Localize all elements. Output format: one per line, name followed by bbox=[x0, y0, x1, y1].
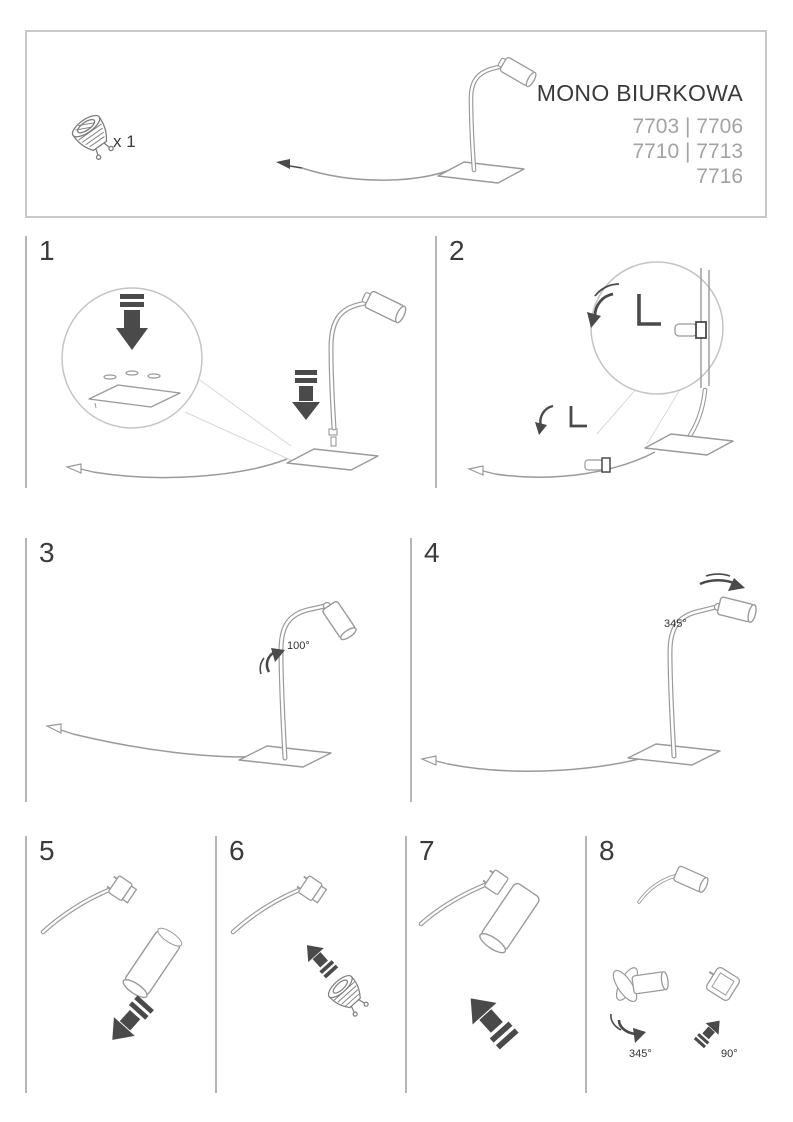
tilt-arrow-icon bbox=[693, 1020, 720, 1049]
lamp-head bbox=[716, 596, 757, 623]
tilted-head-figure bbox=[705, 966, 741, 1002]
step-4-illustration bbox=[420, 573, 757, 772]
power-cable bbox=[72, 733, 268, 758]
lamp-head bbox=[322, 600, 357, 641]
rotate-arrow-icon bbox=[259, 648, 285, 675]
model-numbers-2: 7710 | 7713 bbox=[632, 140, 743, 163]
switch-detail bbox=[674, 321, 707, 339]
remove-shade-arrow-icon bbox=[112, 995, 154, 1040]
power-cable bbox=[301, 167, 453, 181]
product-header: x 1 MONO BIURKOWA 7703 | 7706 7710 | 771… bbox=[25, 30, 767, 218]
lamp-pole bbox=[684, 387, 708, 443]
step-5-number: 5 bbox=[39, 835, 55, 866]
cable-channel-icon bbox=[637, 294, 661, 326]
step-8: 8 bbox=[585, 835, 766, 1093]
power-cable bbox=[494, 451, 656, 478]
model-numbers-1: 7703 | 7706 bbox=[632, 115, 743, 138]
head-tilt-angle: 90° bbox=[721, 1048, 738, 1060]
lamp-base bbox=[437, 161, 525, 184]
step-7-illustration bbox=[418, 869, 540, 1050]
rotate-arrow-icon bbox=[593, 283, 620, 317]
step-2: 2 bbox=[435, 235, 765, 488]
lamp-arm bbox=[637, 874, 677, 904]
shade-cylinder bbox=[122, 927, 183, 999]
step-1-illustration bbox=[61, 287, 407, 479]
lamp-pole bbox=[328, 298, 376, 431]
lamp-pole bbox=[667, 604, 719, 759]
pole-rotation-angle: 100° bbox=[287, 640, 310, 652]
step-3: 3 100° bbox=[25, 537, 407, 802]
step-6-illustration bbox=[230, 875, 369, 1017]
head-spin-angle: 345° bbox=[629, 1048, 652, 1060]
shade-cylinder bbox=[479, 882, 540, 954]
lamp-head bbox=[673, 865, 709, 894]
pole-insert-arrow-icon bbox=[292, 370, 320, 420]
step-1-number: 1 bbox=[39, 235, 55, 266]
lamp-pole bbox=[278, 603, 328, 761]
insert-down-arrow-icon bbox=[116, 294, 148, 350]
inline-switch bbox=[584, 457, 611, 473]
rotate-arrow-icon-small bbox=[535, 404, 554, 435]
product-title: MONO BIURKOWA bbox=[536, 80, 743, 106]
power-cable bbox=[447, 753, 657, 772]
step-6: 6 bbox=[215, 835, 401, 1093]
model-numbers-3: 7716 bbox=[696, 165, 743, 188]
pole-connector bbox=[328, 428, 338, 447]
lamp-arm bbox=[230, 887, 302, 935]
lamp-socket bbox=[106, 875, 138, 904]
step-5: 5 bbox=[25, 835, 211, 1093]
power-plug bbox=[276, 159, 303, 169]
lamp-arm bbox=[40, 887, 112, 935]
title-block: MONO BIURKOWA 7703 | 7706 7710 | 7713 77… bbox=[537, 80, 743, 189]
step-5-illustration bbox=[40, 875, 183, 1040]
power-plug bbox=[45, 723, 74, 735]
lamp-overview-illustration bbox=[276, 57, 537, 184]
gu10-bulb-icon bbox=[71, 114, 114, 160]
base-slots bbox=[103, 370, 161, 380]
bulb-count-label: x 1 bbox=[113, 132, 136, 151]
step-3-illustration bbox=[45, 600, 357, 768]
head-rotation-angle: 345° bbox=[664, 618, 687, 630]
spin-arrow-icon bbox=[610, 1013, 646, 1043]
step-7: 7 bbox=[405, 835, 581, 1093]
callout-lines bbox=[184, 377, 296, 463]
step-8-number: 8 bbox=[599, 835, 615, 866]
step-7-number: 7 bbox=[419, 835, 435, 866]
step-6-number: 6 bbox=[229, 835, 245, 866]
lamp-head bbox=[497, 57, 537, 88]
power-plug bbox=[420, 755, 449, 766]
power-plug bbox=[65, 463, 94, 474]
spinning-head-figure bbox=[612, 967, 669, 1003]
power-plug bbox=[467, 465, 496, 476]
base-plate-detail bbox=[88, 384, 181, 409]
step-4: 4 345° bbox=[410, 537, 766, 802]
step-1: 1 bbox=[25, 235, 411, 488]
magnifier-circle bbox=[61, 287, 203, 429]
lamp-socket bbox=[482, 869, 509, 895]
lamp-base bbox=[286, 448, 379, 471]
lamp-arm bbox=[418, 881, 490, 927]
step-3-number: 3 bbox=[39, 537, 55, 568]
rotate-arrow-head bbox=[587, 312, 601, 328]
step-8-illustration bbox=[610, 865, 741, 1049]
step-2-illustration bbox=[467, 261, 734, 478]
gu10-bulb-icon bbox=[327, 974, 369, 1017]
lamp-base bbox=[644, 433, 734, 456]
lamp-pole bbox=[468, 63, 506, 173]
rotate-arrow-icon bbox=[699, 573, 745, 591]
step-4-number: 4 bbox=[424, 537, 440, 568]
step-2-number: 2 bbox=[449, 235, 465, 266]
lamp-head bbox=[361, 290, 407, 324]
power-cable bbox=[92, 458, 288, 479]
insert-bulb-arrow-icon bbox=[306, 945, 339, 979]
callout-lines bbox=[596, 387, 682, 445]
attach-shade-arrow-icon bbox=[470, 998, 519, 1050]
cable-channel-icon-small bbox=[569, 406, 587, 428]
lamp-socket bbox=[296, 875, 328, 904]
